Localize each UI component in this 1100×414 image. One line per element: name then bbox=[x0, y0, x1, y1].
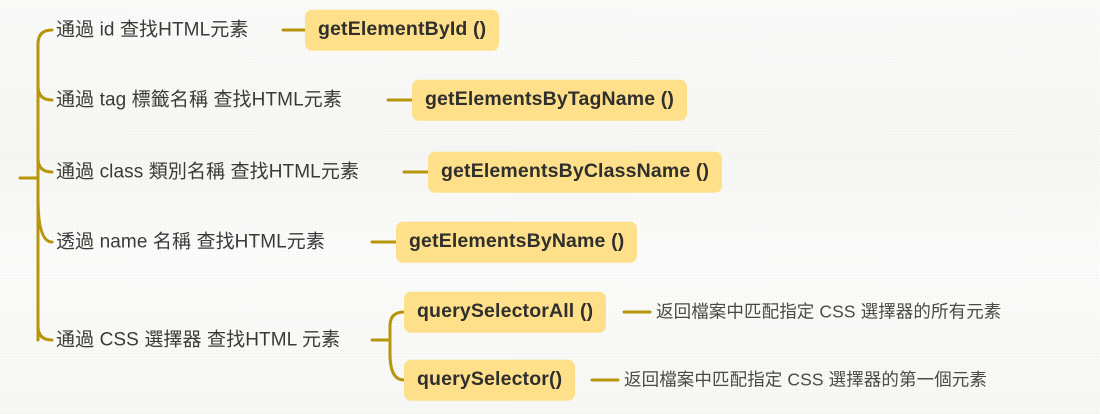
method-badge-get-elements-by-class-name[interactable]: getElementsByClassName () bbox=[428, 151, 723, 193]
description-query-selector: 返回檔案中匹配指定 CSS 選擇器的第一個元素 bbox=[624, 369, 988, 390]
elbow-by-class-upper bbox=[36, 156, 54, 174]
elbow-by-name bbox=[36, 196, 54, 244]
css-elbow-qsa bbox=[388, 310, 406, 328]
branch-label-by-css-selector[interactable]: 通過 CSS 選擇器 查找HTML 元素 bbox=[56, 329, 341, 351]
branch-label-by-name[interactable]: 透過 name 名稱 查找HTML元素 bbox=[56, 231, 325, 253]
branch-label-by-id[interactable]: 通過 id 查找HTML元素 bbox=[56, 19, 249, 41]
css-elbow-qs bbox=[388, 352, 406, 382]
elbow-by-tag bbox=[36, 84, 54, 102]
method-badge-get-elements-by-name[interactable]: getElementsByName () bbox=[396, 221, 638, 263]
elbow-by-css bbox=[36, 324, 54, 342]
method-badge-get-elements-by-tag-name[interactable]: getElementsByTagName () bbox=[412, 79, 688, 121]
branch-label-by-tag[interactable]: 通過 tag 標籤名稱 查找HTML元素 bbox=[56, 89, 342, 111]
method-badge-query-selector[interactable]: querySelector() bbox=[404, 359, 576, 401]
branch-label-by-class[interactable]: 通過 class 類別名稱 查找HTML元素 bbox=[56, 161, 360, 183]
method-badge-get-element-by-id[interactable]: getElementById () bbox=[305, 9, 500, 51]
method-badge-query-selector-all[interactable]: querySelectorAll () bbox=[404, 291, 607, 333]
elbow-by-id bbox=[36, 28, 54, 46]
description-query-selector-all: 返回檔案中匹配指定 CSS 選擇器的所有元素 bbox=[656, 301, 1002, 322]
